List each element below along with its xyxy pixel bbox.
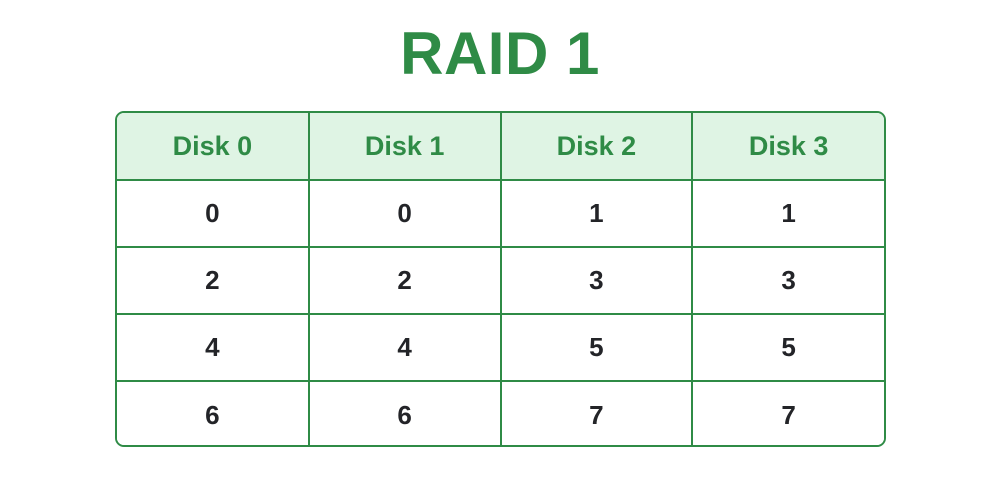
raid-block-table: Disk 0 Disk 1 Disk 2 Disk 3 0 0 1 1 2 2 …	[117, 113, 884, 445]
block-cell: 7	[500, 381, 694, 445]
block-cell: 6	[308, 381, 502, 445]
block-cell: 1	[692, 180, 884, 248]
raid-table-container: Disk 0 Disk 1 Disk 2 Disk 3 0 0 1 1 2 2 …	[115, 111, 886, 447]
table-row: 4 4 5 5	[117, 314, 884, 382]
table-row: 6 6 7 7	[117, 381, 884, 445]
table-row: 0 0 1 1	[117, 180, 884, 248]
block-cell: 5	[500, 314, 694, 382]
block-cell: 4	[308, 314, 502, 382]
column-header-disk-3: Disk 3	[692, 113, 884, 181]
table-header: Disk 0 Disk 1 Disk 2 Disk 3	[117, 113, 884, 181]
block-cell: 3	[500, 247, 694, 315]
block-cell: 7	[692, 381, 884, 445]
block-cell: 1	[500, 180, 694, 248]
block-cell: 0	[117, 180, 310, 248]
block-cell: 2	[117, 247, 310, 315]
block-cell: 5	[692, 314, 884, 382]
table-body: 0 0 1 1 2 2 3 3 4 4 5 5 6	[117, 180, 884, 445]
column-header-disk-1: Disk 1	[308, 113, 502, 181]
block-cell: 0	[308, 180, 502, 248]
table-row: 2 2 3 3	[117, 247, 884, 315]
block-cell: 2	[308, 247, 502, 315]
block-cell: 6	[117, 381, 310, 445]
column-header-disk-2: Disk 2	[500, 113, 694, 181]
column-header-disk-0: Disk 0	[117, 113, 310, 181]
table-header-row: Disk 0 Disk 1 Disk 2 Disk 3	[117, 113, 884, 181]
block-cell: 4	[117, 314, 310, 382]
block-cell: 3	[692, 247, 884, 315]
page-title: RAID 1	[400, 20, 600, 87]
